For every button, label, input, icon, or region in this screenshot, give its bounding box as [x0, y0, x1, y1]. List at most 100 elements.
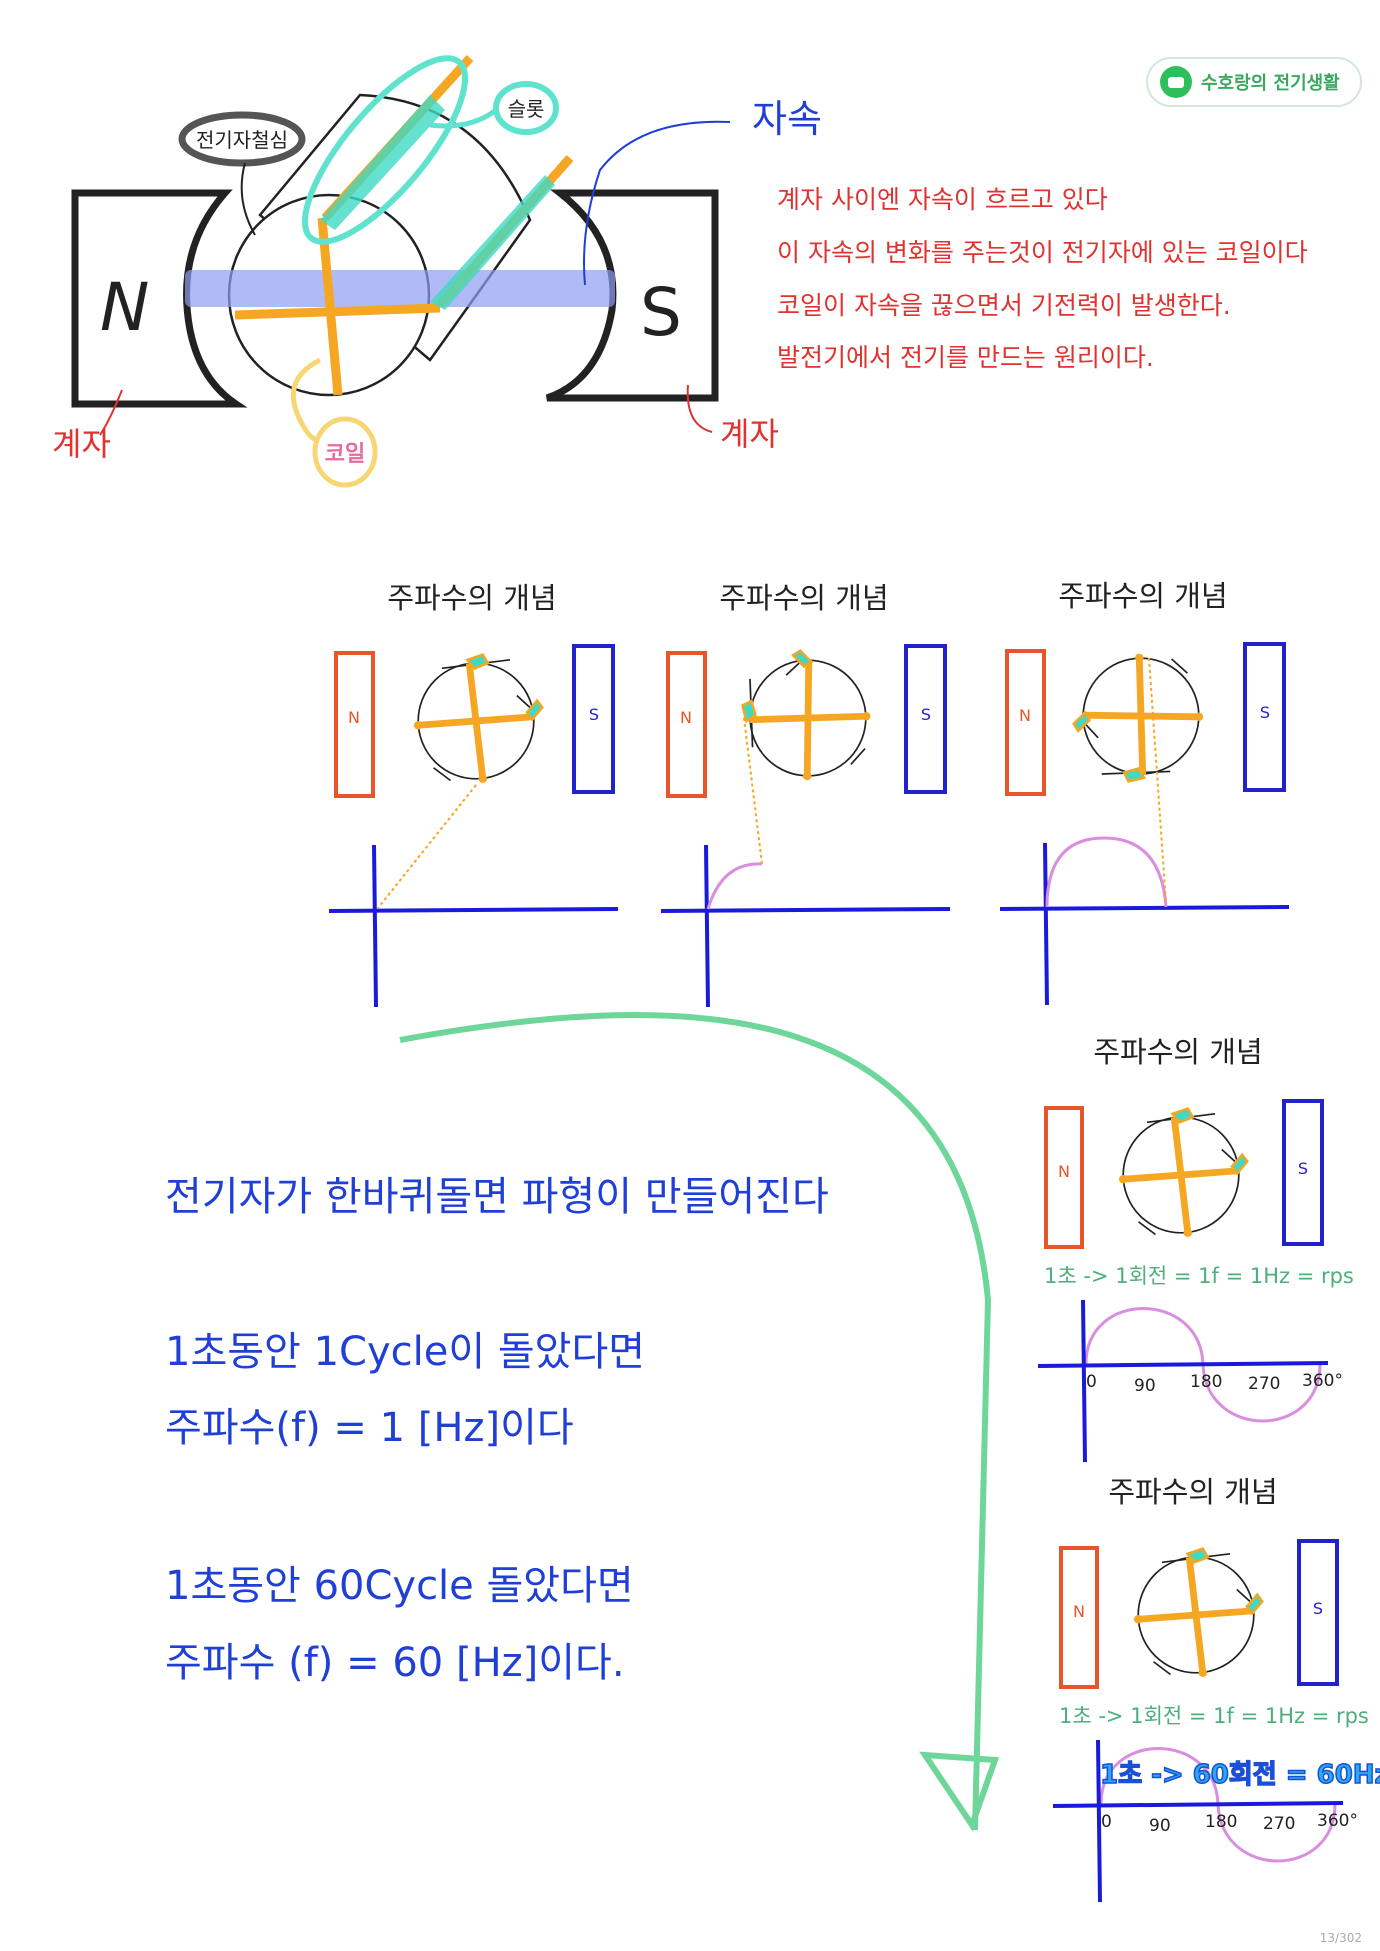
tick-label: 180	[1190, 1372, 1222, 1392]
channel-badge[interactable]: 수호랑의 전기생활	[1146, 57, 1362, 107]
field-left-label: 계자	[52, 425, 111, 463]
explanation-line: 계자 사이엔 자속이 흐르고 있다	[777, 185, 1108, 214]
x-axis	[999, 905, 1290, 911]
slot-circle	[301, 55, 469, 245]
generator-diagram: N S 슬롯 전기자철심 자속 코일 계자 계자	[52, 54, 822, 488]
x-axis	[1037, 1361, 1329, 1368]
explanation-line: 발전기에서 전기를 만드는 원리이다.	[777, 343, 1154, 372]
rotor	[737, 646, 876, 785]
coil-conductor	[234, 303, 441, 320]
frequency-caption: 1초 -> 1회전 = 1f = 1Hz = rps	[1044, 1264, 1354, 1288]
chat-bubble-icon	[1160, 66, 1192, 98]
slot-label: 슬롯	[508, 97, 545, 121]
rotor	[414, 655, 542, 783]
channel-name: 수호랑의 전기생활	[1201, 73, 1340, 94]
south-magnet	[572, 644, 615, 794]
frequency-panel: 주파수의 개념 N S	[999, 579, 1290, 1006]
notes: 전기자가 한바퀴돌면 파형이 만들어진다 1초동안 1Cycle이 돌았다면 주…	[165, 1174, 829, 1686]
field-left-leader	[99, 389, 123, 436]
projection-line	[377, 784, 477, 909]
slot-highlight	[320, 95, 445, 230]
frequency-overlay: 1초 -> 60회전 = 60Hz	[1100, 1760, 1380, 1790]
north-magnet-label: N	[348, 708, 360, 727]
north-magnet-label: N	[1073, 1602, 1085, 1621]
tick-label: 0	[1086, 1372, 1097, 1392]
coil-label: 코일	[325, 442, 365, 467]
projection-line	[743, 717, 763, 865]
tick-label: 360°	[1302, 1371, 1343, 1391]
explanation-line: 이 자속의 변화를 주는것이 전기자에 있는 코일이다	[777, 238, 1308, 267]
south-magnet-label: S	[1298, 1159, 1308, 1178]
explanation-text: 계자 사이엔 자속이 흐르고 있다 이 자속의 변화를 주는것이 전기자에 있는…	[777, 185, 1308, 372]
south-magnet	[1243, 642, 1286, 792]
north-pole-label: N	[100, 269, 149, 346]
north-magnet	[1059, 1546, 1099, 1689]
note-line: 주파수 (f) = 60 [Hz]이다.	[165, 1640, 625, 1686]
frequency-panel: 주파수의 개념 N S	[328, 581, 619, 1008]
note-line: 주파수(f) = 1 [Hz]이다	[165, 1405, 574, 1451]
tick-label: 0	[1101, 1812, 1112, 1832]
frequency-panel: 주파수의 개념 N S	[660, 581, 951, 1008]
frequency-panel: 주파수의 개념 N S 1초 -> 1회전 = 1f = 1Hz = rps 1…	[1052, 1475, 1380, 1903]
x-axis	[1052, 1801, 1344, 1808]
progress-arrow	[399, 1012, 992, 1831]
rotor	[1069, 648, 1208, 787]
south-magnet-label: S	[1313, 1599, 1323, 1618]
panel-title: 주파수의 개념	[387, 581, 556, 615]
flux-label: 자속	[752, 97, 822, 141]
note-line: 1초동안 60Cycle 돌았다면	[165, 1563, 634, 1609]
panel-title: 주파수의 개념	[1058, 579, 1227, 613]
waveform	[1045, 836, 1168, 908]
y-axis	[1096, 1739, 1102, 1903]
y-axis	[372, 844, 378, 1008]
page-number: 13/302	[1319, 1931, 1362, 1945]
rotor	[1119, 1109, 1247, 1237]
arrow-head-icon	[919, 1751, 1000, 1832]
magnetic-flux-band	[185, 270, 615, 307]
flux-leader	[583, 120, 731, 286]
north-magnet	[1005, 649, 1046, 796]
explanation-line: 코일이 자속을 끊으면서 기전력이 발생한다.	[777, 291, 1231, 320]
note-line: 1초동안 1Cycle이 돌았다면	[165, 1329, 645, 1375]
rotor	[1134, 1549, 1262, 1677]
north-field-pole	[71, 189, 248, 408]
slot-label-bubble	[493, 81, 559, 135]
x-axis	[660, 907, 951, 913]
waveform	[706, 862, 763, 910]
tick-label: 270	[1248, 1374, 1280, 1394]
coil-conductor	[317, 217, 343, 396]
north-magnet-label: N	[680, 708, 692, 727]
tick-label: 180	[1205, 1812, 1237, 1832]
tick-label: 90	[1149, 1816, 1171, 1836]
south-magnet-label: S	[921, 705, 931, 724]
tick-label: 90	[1134, 1376, 1156, 1396]
south-magnet	[1282, 1099, 1324, 1246]
x-axis	[328, 907, 619, 913]
tick-label: 360°	[1317, 1811, 1358, 1831]
south-magnet-label: S	[589, 705, 599, 724]
south-magnet	[1297, 1539, 1339, 1686]
slot-highlight	[430, 175, 555, 310]
tick-label: 270	[1263, 1814, 1295, 1834]
north-magnet	[666, 651, 707, 798]
field-right-label: 계자	[720, 415, 779, 453]
armature-core-label: 전기자철심	[196, 128, 288, 152]
panel-title: 주파수의 개념	[1108, 1475, 1277, 1509]
north-magnet-label: N	[1019, 706, 1031, 725]
frequency-panel: 주파수의 개념 N S 1초 -> 1회전 = 1f = 1Hz = rps 0…	[1037, 1035, 1354, 1463]
north-magnet	[1044, 1106, 1084, 1249]
panel-title: 주파수의 개념	[1093, 1035, 1262, 1069]
frequency-caption: 1초 -> 1회전 = 1f = 1Hz = rps	[1059, 1704, 1369, 1728]
y-axis	[1081, 1299, 1087, 1463]
coil-label-bubble	[312, 416, 378, 488]
coil-leader	[290, 357, 322, 443]
armature-core-leader	[240, 162, 256, 236]
south-magnet	[904, 644, 947, 794]
armature-core-label-bubble	[178, 111, 306, 167]
projection-line	[1148, 657, 1167, 904]
note-line: 전기자가 한바퀴돌면 파형이 만들어진다	[165, 1174, 829, 1220]
south-magnet-label: S	[1260, 703, 1270, 722]
north-magnet-label: N	[1058, 1162, 1070, 1181]
south-pole-label: S	[640, 274, 682, 351]
